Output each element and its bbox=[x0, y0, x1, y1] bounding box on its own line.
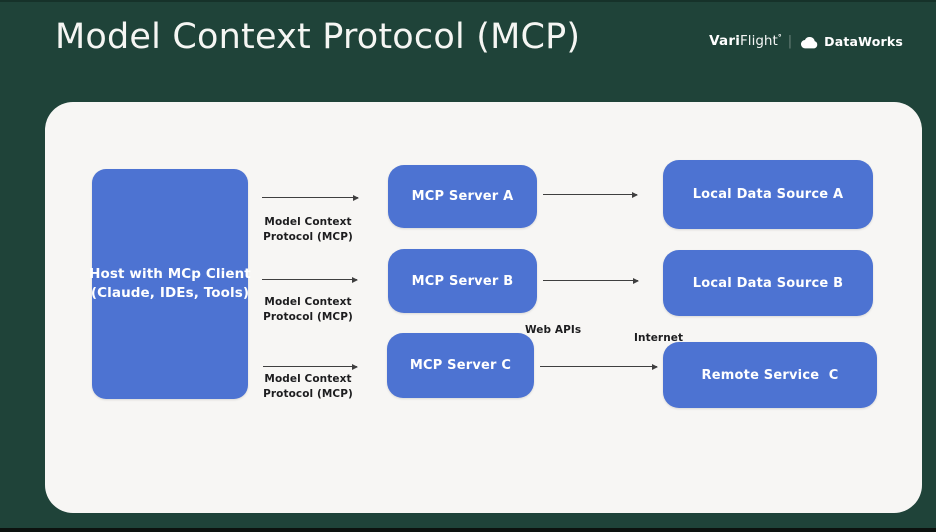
protocol-label-1-line2: Protocol (MCP) bbox=[263, 231, 353, 243]
mcp-server-a-label: MCP Server A bbox=[411, 189, 514, 204]
arrow-host-to-server-b bbox=[262, 279, 357, 281]
local-data-source-a-label: Local Data Source A bbox=[692, 187, 844, 202]
top-edge-strip bbox=[0, 0, 936, 2]
internet-label: Internet bbox=[634, 332, 684, 344]
arrow-server-b-to-local-b bbox=[543, 280, 638, 282]
mcp-server-b-node: MCP Server B bbox=[388, 249, 537, 313]
protocol-label-1-line1: Model Context bbox=[264, 216, 352, 228]
mcp-server-a-node: MCP Server A bbox=[388, 165, 537, 228]
bottom-edge-strip bbox=[0, 528, 936, 532]
brand-product-name: DataWorks bbox=[824, 33, 903, 49]
mcp-server-b-label: MCP Server B bbox=[411, 273, 514, 289]
protocol-label-2-line1: Model Context bbox=[264, 296, 352, 308]
arrow-server-c-to-remote-c bbox=[540, 366, 657, 368]
diagram-panel: Host with MCp Client (Claude, IDEs, Tool… bbox=[45, 102, 922, 513]
web-apis-label: Web APIs bbox=[525, 324, 582, 336]
brand-name-light: Flight bbox=[740, 33, 778, 49]
protocol-label-3-line1: Model Context bbox=[264, 373, 352, 385]
arrow-server-a-to-local-a bbox=[543, 194, 637, 196]
protocol-label-2-line2: Protocol (MCP) bbox=[263, 311, 353, 323]
host-node-line1: Host with MCp Client bbox=[89, 266, 251, 282]
arrow-host-to-server-a bbox=[262, 197, 358, 199]
arrow-host-to-server-c bbox=[263, 366, 357, 368]
brand-separator: | bbox=[787, 33, 793, 49]
remote-service-c-node: Remote Service C bbox=[663, 342, 877, 408]
local-data-source-b-label: Local Data Source B bbox=[692, 275, 844, 291]
protocol-label-3: Model Context Protocol (MCP) bbox=[253, 372, 363, 402]
host-node-line2: (Claude, IDEs, Tools) bbox=[90, 285, 250, 301]
mcp-server-c-node: MCP Server C bbox=[387, 333, 534, 398]
page-title: Model Context Protocol (MCP) bbox=[55, 17, 581, 57]
protocol-label-1: Model Context Protocol (MCP) bbox=[253, 215, 363, 245]
local-data-source-b-node: Local Data Source B bbox=[663, 250, 873, 316]
brand-degree-mark: ° bbox=[777, 32, 782, 42]
mcp-server-c-label: MCP Server C bbox=[409, 358, 512, 373]
protocol-label-2: Model Context Protocol (MCP) bbox=[253, 295, 363, 325]
local-data-source-a-node: Local Data Source A bbox=[663, 160, 873, 229]
host-node: Host with MCp Client (Claude, IDEs, Tool… bbox=[89, 169, 251, 399]
remote-service-c-label: Remote Service C bbox=[701, 367, 839, 383]
protocol-label-3-line2: Protocol (MCP) bbox=[263, 388, 353, 400]
cloud-icon bbox=[800, 36, 819, 49]
brand-name-bold: Vari bbox=[709, 33, 741, 49]
